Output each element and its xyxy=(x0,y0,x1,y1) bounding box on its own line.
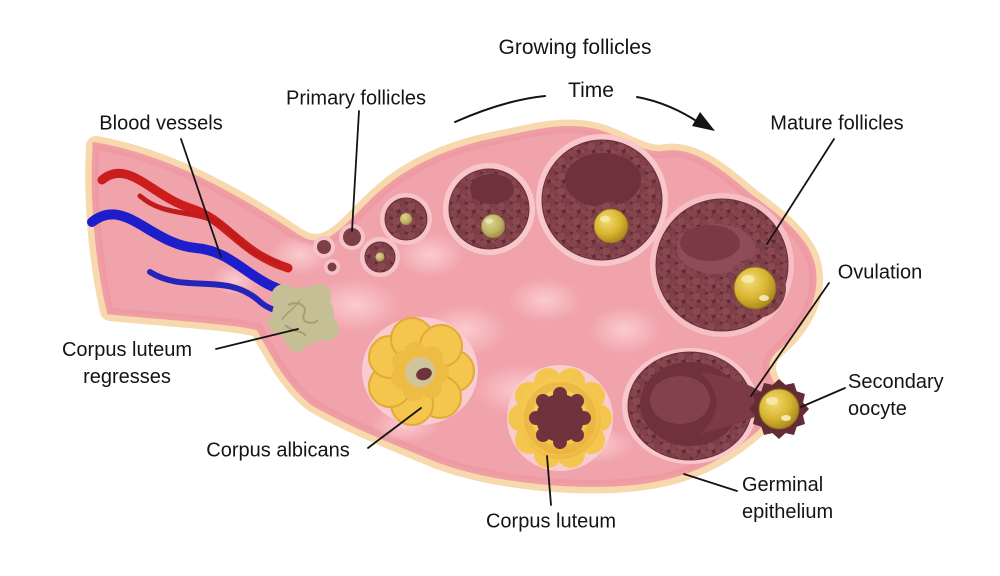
growing-follicle-small xyxy=(360,237,400,277)
corpus-luteum xyxy=(507,365,613,471)
tertiary-follicle xyxy=(536,134,668,266)
label-time: Time xyxy=(568,78,614,102)
leader-corpus-luteum xyxy=(546,455,552,506)
artery-branch xyxy=(137,193,281,265)
label-corpus-luteum: Corpus luteum xyxy=(485,510,617,533)
leader-primary-follicles xyxy=(351,110,360,232)
corpus-albicans xyxy=(362,317,478,426)
rupture-opening xyxy=(700,372,776,434)
mature-follicle xyxy=(650,193,794,337)
vein-main xyxy=(87,209,310,300)
leader-secondary-oocyte xyxy=(800,387,846,408)
leader-lines xyxy=(180,110,846,506)
growing-follicle-medium xyxy=(380,193,432,245)
leader-blood-vessels xyxy=(180,138,222,258)
label-corpus-albicans: Corpus albicans xyxy=(206,439,350,462)
label-mature-follicles: Mature follicles xyxy=(770,112,904,135)
label-secondary-oocyte: Secondary oocyte xyxy=(848,371,944,420)
corpus-luteum-regressing xyxy=(268,284,339,352)
label-germinal-epithelium: Germinal epithelium xyxy=(742,474,834,523)
ovulating-follicle xyxy=(622,348,776,464)
label-primary-follicles: Primary follicles xyxy=(285,87,427,110)
leader-germinal-epithelium xyxy=(683,473,738,492)
arrowhead-icon xyxy=(692,112,715,131)
secondary-follicle xyxy=(443,163,535,255)
time-arrow xyxy=(454,95,715,131)
leader-ovulation xyxy=(750,282,830,397)
cortex-rim xyxy=(91,125,817,487)
primary-follicles xyxy=(313,193,432,277)
leader-corpus-luteum-regresses xyxy=(215,328,299,350)
secondary-oocyte xyxy=(749,379,809,439)
title-growing-follicles: Growing follicles xyxy=(498,35,652,59)
label-ovulation: Ovulation xyxy=(837,261,923,284)
label-corpus-luteum-regresses: Corpus luteum regresses xyxy=(61,339,193,388)
leader-mature-follicles xyxy=(766,138,835,245)
label-blood-vessels: Blood vessels xyxy=(99,112,223,135)
leader-corpus-albicans xyxy=(367,407,422,449)
